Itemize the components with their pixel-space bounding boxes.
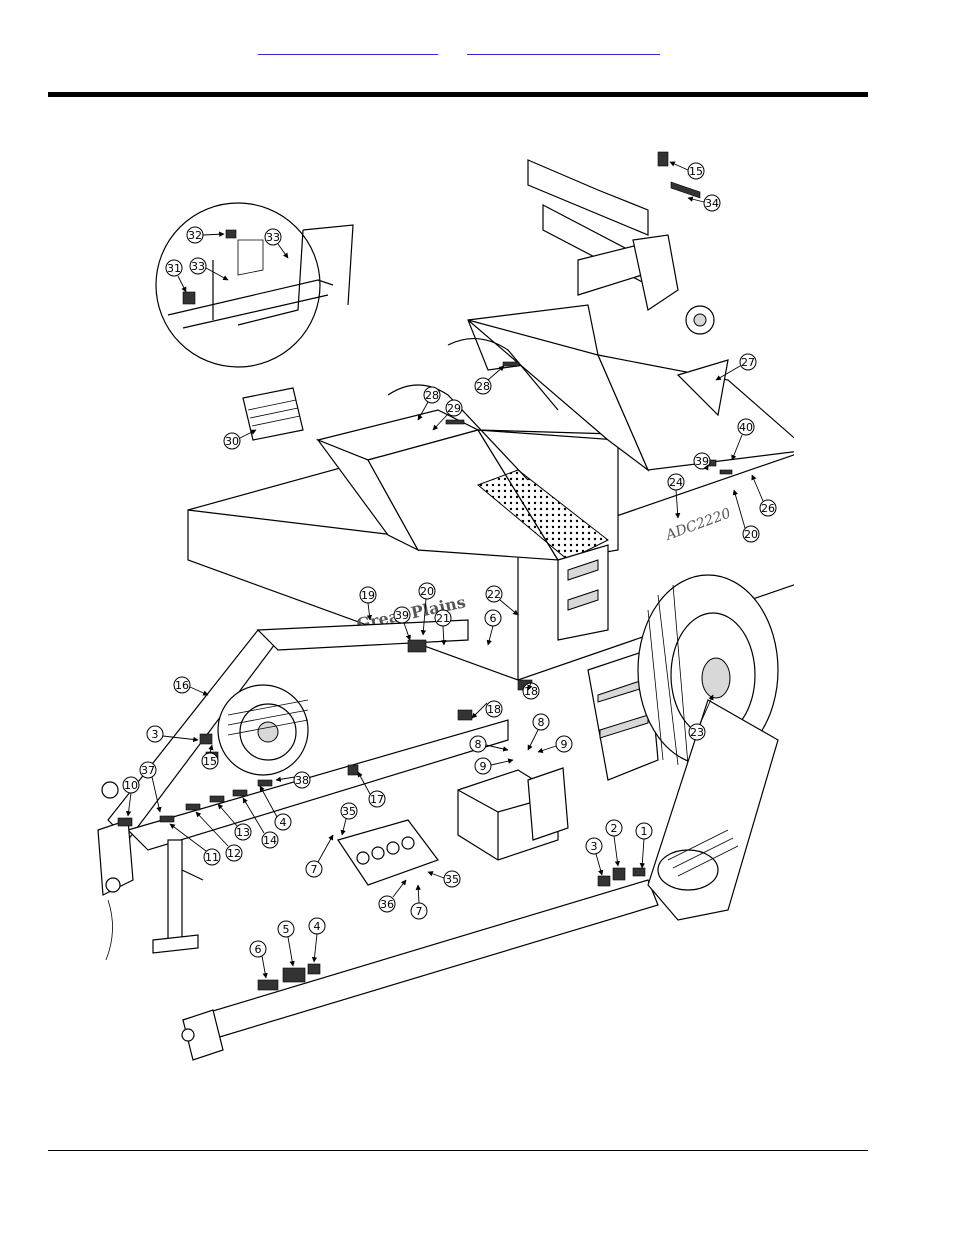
- callouts: 1 2 3 3 4 4 5 6 6 7 7 8 8: [122, 161, 777, 979]
- decal-sheet: [242, 387, 304, 441]
- svg-text:15: 15: [203, 755, 217, 768]
- header-link-2[interactable]: [467, 40, 660, 55]
- svg-text:27: 27: [741, 356, 755, 369]
- footer-rule: [48, 1150, 868, 1151]
- header-rule: [48, 92, 868, 97]
- trailer-frame: [97, 619, 509, 961]
- svg-text:39: 39: [395, 609, 409, 622]
- auger: [181, 699, 779, 1061]
- svg-text:35: 35: [445, 873, 459, 886]
- svg-text:38: 38: [295, 774, 309, 787]
- svg-text:15: 15: [689, 165, 703, 178]
- svg-text:17: 17: [370, 793, 384, 806]
- meter-roller: [337, 819, 439, 886]
- parts-diagram: Great Plains ADC2220: [97, 151, 794, 1061]
- svg-text:6: 6: [255, 943, 262, 956]
- svg-text:22: 22: [487, 588, 501, 601]
- svg-text:13: 13: [236, 826, 250, 839]
- svg-text:4: 4: [314, 920, 321, 933]
- svg-text:14: 14: [263, 834, 277, 847]
- svg-text:36: 36: [380, 898, 394, 911]
- svg-text:9: 9: [480, 760, 487, 773]
- wheel: [637, 574, 779, 766]
- svg-text:26: 26: [761, 502, 775, 515]
- meter-boxes: [457, 767, 569, 861]
- header-link-1[interactable]: [258, 40, 438, 55]
- svg-text:5: 5: [283, 923, 290, 936]
- svg-text:21: 21: [436, 612, 450, 625]
- svg-text:10: 10: [124, 779, 138, 792]
- svg-text:20: 20: [744, 528, 758, 541]
- hopper-body: Great Plains ADC2220: [187, 304, 794, 681]
- svg-text:29: 29: [447, 402, 461, 415]
- svg-text:4: 4: [280, 816, 287, 829]
- svg-text:8: 8: [475, 738, 482, 751]
- svg-text:28: 28: [425, 389, 439, 402]
- svg-text:12: 12: [227, 847, 241, 860]
- svg-text:6: 6: [490, 612, 497, 625]
- svg-text:18: 18: [487, 703, 501, 716]
- svg-text:3: 3: [152, 728, 159, 741]
- svg-text:35: 35: [342, 805, 356, 818]
- svg-text:34: 34: [705, 197, 719, 210]
- svg-text:40: 40: [739, 421, 753, 434]
- svg-text:3: 3: [591, 840, 598, 853]
- svg-text:20: 20: [420, 585, 434, 598]
- detail-inset: [155, 202, 354, 368]
- svg-text:28: 28: [476, 380, 490, 393]
- svg-text:16: 16: [175, 679, 189, 692]
- svg-text:19: 19: [361, 589, 375, 602]
- svg-text:1: 1: [641, 825, 648, 838]
- svg-text:31: 31: [167, 262, 181, 275]
- svg-text:7: 7: [416, 905, 423, 918]
- smv-triangle: [676, 359, 729, 417]
- svg-text:32: 32: [188, 229, 202, 242]
- svg-text:33: 33: [191, 260, 205, 273]
- svg-text:2: 2: [611, 822, 618, 835]
- svg-text:9: 9: [561, 738, 568, 751]
- svg-text:11: 11: [205, 851, 219, 864]
- svg-text:37: 37: [141, 764, 155, 777]
- svg-text:18: 18: [524, 685, 538, 698]
- svg-text:8: 8: [538, 716, 545, 729]
- svg-text:24: 24: [669, 476, 683, 489]
- rear-frame-axle: [527, 151, 715, 335]
- svg-text:39: 39: [695, 455, 709, 468]
- svg-text:33: 33: [266, 231, 280, 244]
- svg-text:7: 7: [311, 863, 318, 876]
- svg-text:23: 23: [690, 726, 704, 739]
- svg-text:30: 30: [225, 435, 239, 448]
